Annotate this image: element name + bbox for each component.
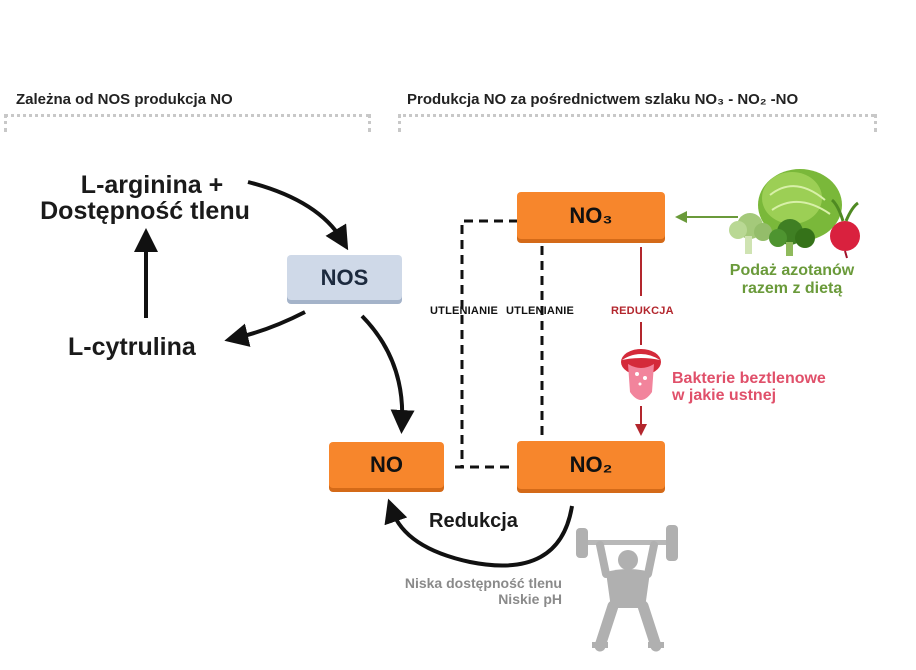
- oxygen-availability-label: Dostępność tlenu: [40, 197, 250, 225]
- no-box: NO: [329, 442, 444, 488]
- bacteria-line1: Bakterie beztlenowe: [672, 370, 826, 387]
- nos-box: NOS: [287, 255, 402, 300]
- no3-box: NO₃: [517, 192, 665, 239]
- low-oxygen-label: Niska dostępność tlenu: [404, 575, 562, 591]
- right-section-divider: [398, 114, 874, 117]
- bacteria-line2: w jakie ustnej: [672, 387, 777, 404]
- conditions-label: Niska dostępność tlenu Niskie pH: [372, 575, 562, 607]
- right-divider-edge-right: [874, 114, 877, 132]
- left-divider-edge-right: [368, 114, 371, 132]
- right-divider-edge-left: [398, 114, 401, 132]
- reduction-label: Redukcja: [429, 510, 518, 532]
- reduction-small-label: REDUKCJA: [611, 305, 674, 317]
- oxidation-path-outer: [455, 219, 518, 469]
- arrow-nos-to-no: [360, 314, 415, 434]
- low-ph-label: Niskie pH: [498, 591, 562, 607]
- arrow-nos-to-citrulline: [224, 310, 306, 347]
- left-section-title: Zależna od NOS produkcja NO: [16, 91, 233, 108]
- diet-line2: razem z dietą: [741, 280, 843, 297]
- no2-box: NO₂: [517, 441, 665, 489]
- diet-nitrate-label: Podaż azotanów razem z dietą: [712, 262, 872, 298]
- right-section-title: Produkcja NO za pośrednictwem szlaku NO₃…: [407, 91, 799, 108]
- left-divider-edge-left: [4, 114, 7, 132]
- anaerobic-bacteria-label: Bakterie beztlenowe w jakie ustnej: [672, 370, 872, 404]
- arginine-label: L-arginina +: [62, 171, 242, 199]
- oxidation-label-1: UTLENIANIE: [430, 305, 498, 317]
- oxidation-label-2: UTLENIANIE: [506, 305, 574, 317]
- arginine-line1: L-arginina +: [80, 171, 224, 199]
- arrow-no2-to-no-reduction: [384, 498, 574, 568]
- left-section-divider: [4, 114, 370, 117]
- citrulline-label: L-cytrulina: [68, 333, 196, 361]
- arrow-arginine-to-nos: [247, 180, 349, 251]
- diet-line1: Podaż azotanów: [729, 262, 855, 279]
